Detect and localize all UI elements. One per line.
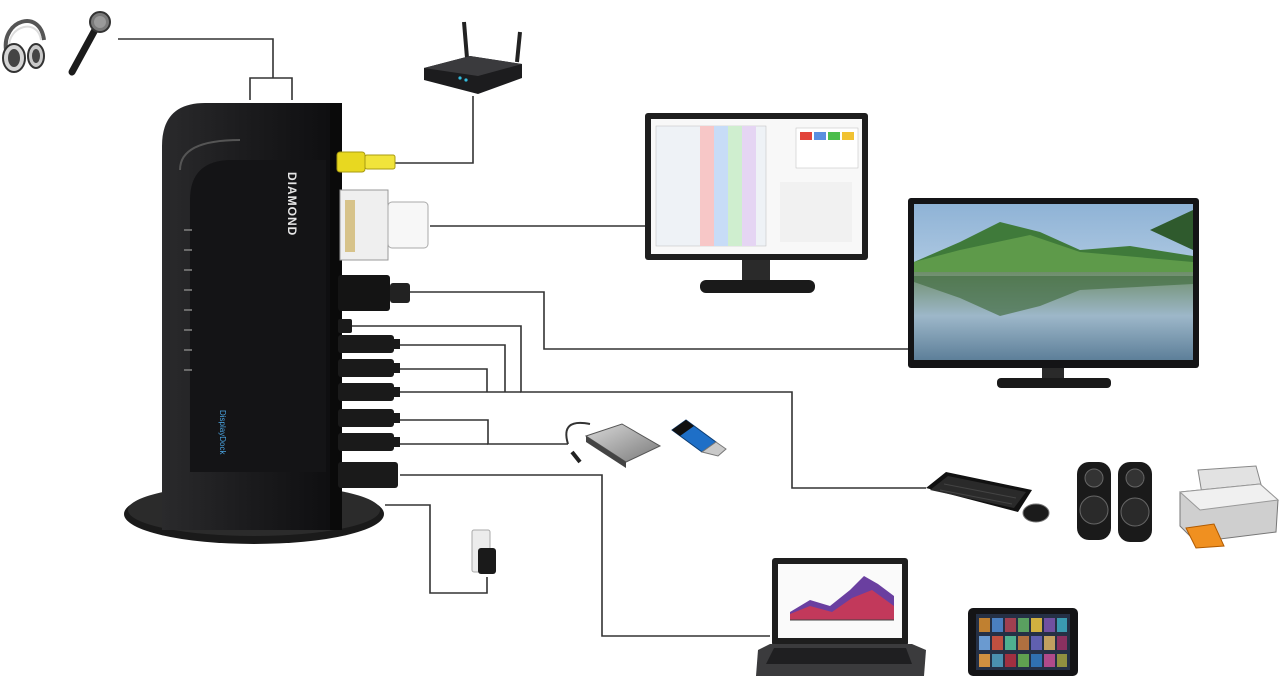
usb-cable-1	[350, 325, 926, 489]
dock-brand: DIAMOND	[285, 172, 299, 236]
headphones-icon	[2, 19, 46, 73]
usb-cable-3	[400, 368, 488, 392]
hdmi-cable	[410, 291, 908, 350]
laptop-icon	[756, 558, 926, 676]
cables	[118, 38, 926, 637]
monitor-icon	[645, 113, 868, 293]
network-cable	[395, 96, 474, 164]
usb-cable-5	[400, 419, 568, 445]
audio-cable	[118, 38, 293, 100]
rca-connector	[336, 151, 396, 173]
spreadsheet-grid	[655, 125, 859, 247]
tablet-app-tiles	[979, 618, 1067, 667]
router-icon	[424, 21, 522, 94]
docking-station: DIAMOND DisplayDock	[124, 103, 384, 544]
keyboard-icon	[926, 472, 1050, 523]
speaker-icon	[1077, 462, 1152, 542]
hdmi-connector	[338, 275, 410, 311]
dock-label-tag: DisplayDock	[218, 410, 227, 455]
usb-cable-2	[400, 344, 506, 392]
dvi-connector	[339, 189, 429, 261]
printer-icon	[1178, 465, 1280, 549]
power-cable	[385, 504, 488, 594]
mouse-icon	[1022, 503, 1050, 523]
tablet-icon	[968, 608, 1078, 676]
tv-icon	[908, 198, 1199, 388]
usb-stick-icon	[671, 419, 727, 457]
usb-cable-laptop	[400, 474, 770, 637]
hard-drive-icon	[565, 422, 662, 468]
connectors	[336, 151, 429, 488]
microphone-icon	[68, 11, 111, 76]
vent-slots	[184, 229, 192, 371]
power-plug-icon	[471, 529, 496, 574]
usb-connectors	[338, 319, 400, 488]
